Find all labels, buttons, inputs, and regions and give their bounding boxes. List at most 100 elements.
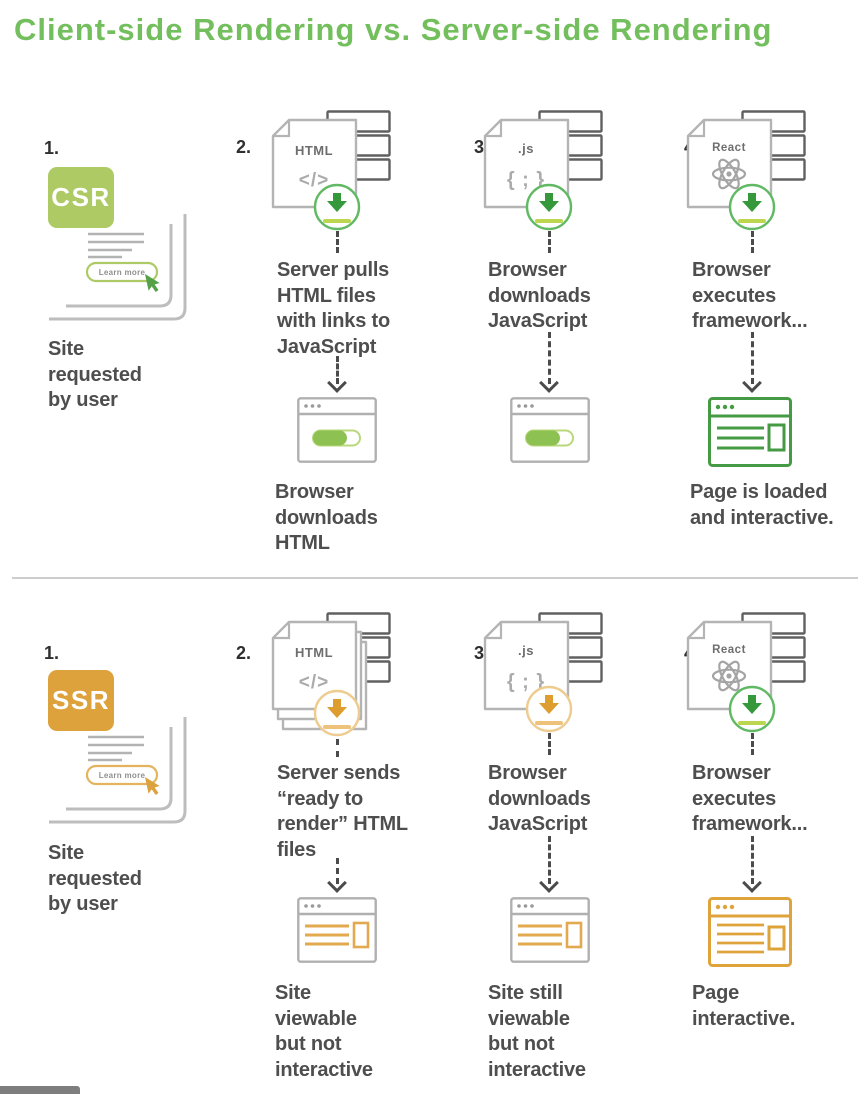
file-sheet bbox=[271, 620, 358, 711]
flow-connector bbox=[548, 231, 551, 253]
section-divider bbox=[12, 577, 858, 579]
partial-status-bar bbox=[0, 1086, 80, 1094]
flow-connector bbox=[751, 231, 754, 253]
down-arrow bbox=[539, 332, 559, 393]
page-content-box bbox=[565, 921, 583, 949]
code-glyph: </> bbox=[299, 672, 329, 693]
ssr-badge: SSR bbox=[48, 670, 114, 731]
learn-more-button bbox=[85, 261, 159, 283]
ssr-row: 1. SSR Learn more Site requested by user… bbox=[0, 600, 858, 1094]
csr-step2-result-caption: Browser downloads HTML bbox=[275, 481, 378, 555]
down-arrow bbox=[327, 356, 347, 393]
page-corner-inner bbox=[66, 224, 173, 308]
code-glyph: </> bbox=[299, 170, 329, 191]
down-arrow bbox=[742, 836, 762, 893]
ssr-step3-result-caption: Site still viewable but not interactive bbox=[488, 982, 586, 1081]
ssr-step3-caption: Browser downloads JavaScript bbox=[488, 762, 591, 836]
file-fold bbox=[485, 120, 503, 138]
csr-step2-number: 2. bbox=[236, 137, 252, 157]
download-icon bbox=[728, 685, 776, 733]
csr-step4-result-caption: Page is loaded and interactive. bbox=[690, 481, 834, 529]
file-type-label: HTML bbox=[295, 143, 333, 158]
window-dots-icon bbox=[517, 904, 534, 908]
csr-step1-number: 1. bbox=[44, 138, 60, 158]
page-content-lines bbox=[717, 426, 764, 450]
html-file-icon: HTML </> bbox=[271, 110, 391, 231]
file-fold bbox=[273, 120, 291, 138]
page-content-box bbox=[767, 423, 786, 452]
page-corner-inner bbox=[66, 727, 173, 811]
page-content-box bbox=[767, 925, 786, 951]
browser-viewable-icon bbox=[510, 897, 590, 963]
file-type-label: .js bbox=[518, 141, 534, 156]
file-fold bbox=[688, 120, 706, 138]
progress-bar bbox=[525, 429, 574, 447]
text-lines-icon bbox=[88, 735, 144, 762]
flow-connector bbox=[751, 733, 754, 755]
progress-bar bbox=[312, 429, 361, 447]
down-arrow bbox=[539, 836, 559, 893]
learn-more-button bbox=[85, 764, 159, 786]
window-dots-icon bbox=[715, 904, 735, 910]
ssr-step1-number: 1. bbox=[44, 643, 60, 663]
down-arrow bbox=[327, 858, 347, 893]
cursor-icon bbox=[145, 777, 160, 795]
browser-viewable-icon bbox=[297, 897, 377, 963]
js-file-icon: .js { ; } bbox=[483, 612, 603, 733]
download-icon bbox=[313, 689, 361, 737]
react-file-icon: React bbox=[686, 110, 806, 231]
page-title: Client-side Rendering vs. Server-side Re… bbox=[14, 12, 773, 47]
file-fold bbox=[273, 622, 291, 640]
file-type-label: React bbox=[712, 644, 746, 656]
csr-step1-caption: Site requested by user bbox=[48, 338, 142, 412]
file-type-label: HTML bbox=[295, 645, 333, 660]
csr-row: 1. CSR Learn more Site requested by user… bbox=[0, 100, 858, 560]
page-content-lines bbox=[518, 924, 562, 946]
window-dots-icon bbox=[517, 404, 534, 408]
text-lines-icon bbox=[88, 232, 144, 259]
download-icon bbox=[313, 183, 361, 231]
ssr-step2-number: 2. bbox=[236, 643, 252, 663]
down-arrow bbox=[742, 332, 762, 393]
ssr-step2-caption: Server sends “ready to render” HTML file… bbox=[277, 762, 408, 861]
flow-connector bbox=[336, 231, 339, 253]
csr-step2-caption: Server pulls HTML files with links to Ja… bbox=[277, 259, 390, 358]
window-dots-icon bbox=[715, 404, 735, 410]
ssr-step4-result-caption: Page interactive. bbox=[692, 982, 796, 1030]
flow-connector bbox=[548, 733, 551, 755]
learn-more-label: Learn more bbox=[99, 268, 146, 277]
file-fold bbox=[485, 622, 503, 640]
page-corner-outer bbox=[49, 214, 187, 321]
code-glyph: { ; } bbox=[507, 671, 545, 693]
window-dots-icon bbox=[304, 404, 321, 408]
download-icon bbox=[728, 183, 776, 231]
atom-icon bbox=[711, 158, 747, 190]
js-file-icon: .js { ; } bbox=[483, 110, 603, 231]
csr-step4-caption: Browser executes framework... bbox=[692, 259, 808, 333]
code-glyph: { ; } bbox=[507, 169, 545, 191]
download-icon bbox=[525, 183, 573, 231]
site-page-illustration: Learn more bbox=[49, 214, 187, 321]
file-fold bbox=[688, 622, 706, 640]
ssr-step4-caption: Browser executes framework... bbox=[692, 762, 808, 836]
atom-icon bbox=[711, 660, 747, 692]
page-corner-outer bbox=[49, 717, 187, 824]
page-content-box bbox=[352, 921, 370, 949]
react-file-icon: React bbox=[686, 612, 806, 733]
flow-connector bbox=[336, 739, 339, 757]
page-content-lines bbox=[305, 924, 349, 946]
cursor-icon bbox=[145, 274, 160, 292]
file-type-label: React bbox=[712, 142, 746, 154]
ssr-step2-result-caption: Site viewable but not interactive bbox=[275, 982, 373, 1081]
browser-loaded-icon bbox=[708, 397, 792, 467]
window-dots-icon bbox=[304, 904, 321, 908]
file-type-label: .js bbox=[518, 643, 534, 658]
html-files-stack-icon: HTML </> bbox=[271, 612, 391, 737]
browser-download-icon bbox=[510, 397, 590, 463]
browser-download-icon bbox=[297, 397, 377, 463]
browser-interactive-icon bbox=[708, 897, 792, 967]
csr-step3-caption: Browser downloads JavaScript bbox=[488, 259, 591, 333]
download-icon bbox=[525, 685, 573, 733]
learn-more-label: Learn more bbox=[99, 771, 146, 780]
page-content-lines bbox=[717, 923, 764, 954]
